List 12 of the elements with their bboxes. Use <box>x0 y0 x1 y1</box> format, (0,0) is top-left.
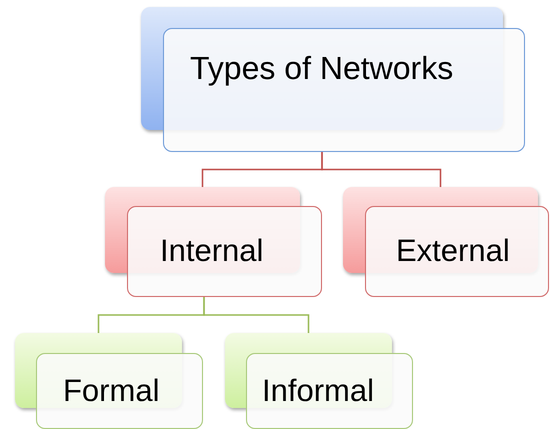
node-label: Types of Networks <box>190 52 454 84</box>
connector-line <box>203 297 310 333</box>
node-card <box>343 187 549 297</box>
node-card <box>225 333 413 429</box>
node-card <box>141 7 525 152</box>
node-label: Informal <box>262 375 374 406</box>
connector-line <box>321 152 442 187</box>
node-label: Formal <box>63 375 160 406</box>
node-card <box>15 333 203 429</box>
node-label: External <box>396 235 510 266</box>
node-label: Internal <box>160 235 264 266</box>
node-card <box>105 187 322 297</box>
